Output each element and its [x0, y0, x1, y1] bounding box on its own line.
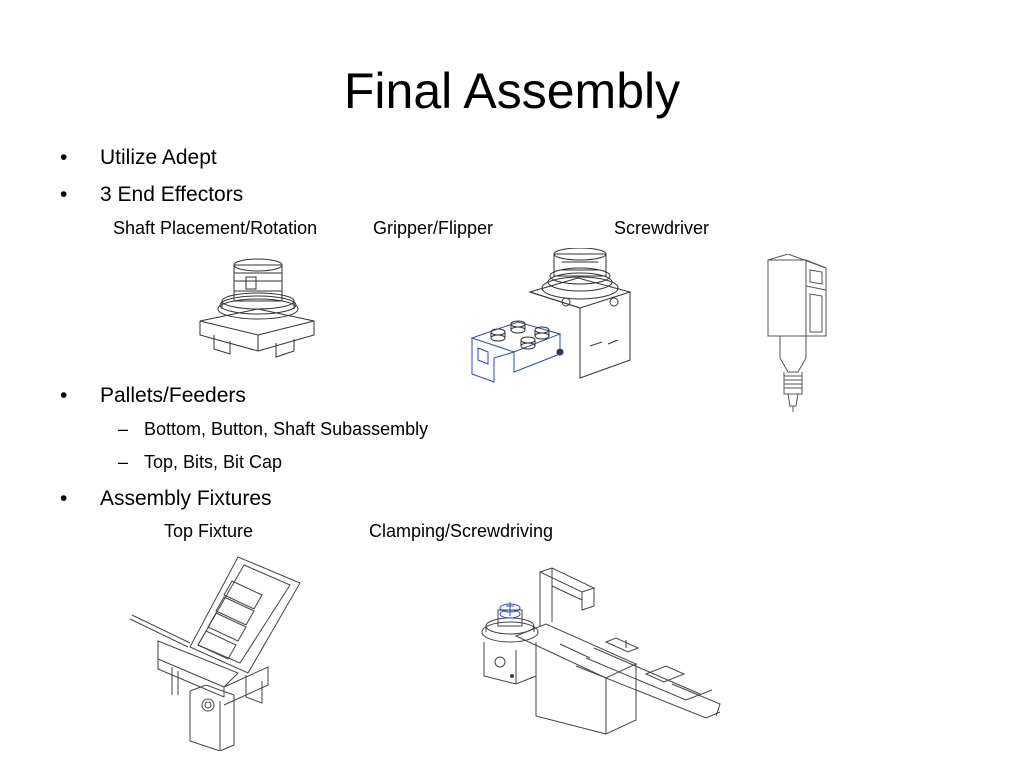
- caption-top-fixture: Top Fixture: [164, 521, 254, 541]
- bullet-dot: •: [60, 487, 68, 510]
- shaft-placement-drawing-icon: [196, 255, 318, 360]
- slide-title: Final Assembly: [343, 63, 681, 119]
- bullet-label: Pallets/Feeders: [100, 384, 246, 407]
- bullet-utilize-adept: • Utilize Adept: [60, 145, 217, 170]
- gripper-flipper-drawing-icon: [468, 248, 636, 386]
- caption-gripper-flipper: Gripper/Flipper: [373, 218, 494, 238]
- bullet-label: Utilize Adept: [100, 146, 217, 169]
- bullet-dot: •: [60, 146, 68, 169]
- bullet-label: 3 End Effectors: [100, 183, 244, 206]
- subitem-bottom-button-shaft: –Bottom, Button, Shaft Subassembly: [118, 419, 428, 441]
- top-fixture-drawing-icon: [128, 555, 304, 751]
- caption-screwdriver: Screwdriver: [614, 218, 710, 238]
- caption-clamping-screwdriving: Clamping/Screwdriving: [369, 521, 554, 541]
- bullet-dot: •: [60, 384, 68, 407]
- clamping-fixture-drawing-icon: [476, 566, 724, 742]
- sub-label: Bottom, Button, Shaft Subassembly: [144, 419, 429, 439]
- bullet-pallets-feeders: • Pallets/Feeders: [60, 383, 246, 408]
- bullet-assembly-fixtures: • Assembly Fixtures: [60, 486, 272, 511]
- subitem-top-bits-cap: –Top, Bits, Bit Cap: [118, 452, 282, 474]
- sub-dash: –: [118, 452, 129, 472]
- sub-label: Top, Bits, Bit Cap: [144, 452, 283, 472]
- caption-shaft-placement: Shaft Placement/Rotation: [113, 218, 318, 238]
- sub-dash: –: [118, 419, 129, 439]
- bullet-label: Assembly Fixtures: [100, 487, 272, 510]
- screwdriver-drawing-icon: [764, 254, 830, 414]
- bullet-end-effectors: • 3 End Effectors: [60, 182, 243, 207]
- bullet-dot: •: [60, 183, 68, 206]
